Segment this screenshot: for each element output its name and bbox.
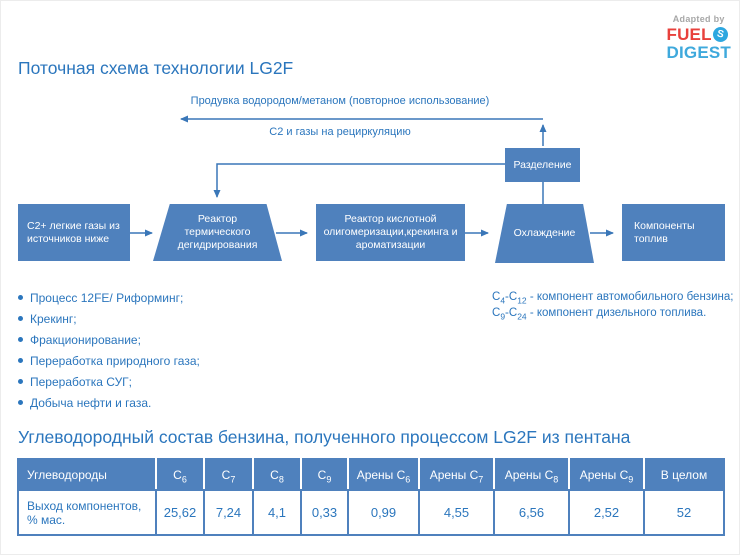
value-c7: 7,24 <box>203 489 254 536</box>
list-item: Фракционирование; <box>18 329 200 350</box>
bullet-icon <box>18 358 23 363</box>
bullet-icon <box>18 316 23 321</box>
purge-stream-label: Продувка водородом/метаном (повторное ис… <box>190 95 490 107</box>
list-item-label: Переработка СУГ; <box>30 374 133 389</box>
list-item: Крекинг; <box>18 308 200 329</box>
column-header-hydrocarbons: Углеводороды <box>17 458 157 491</box>
column-header-arenes-c6: Арены C6 <box>347 458 420 491</box>
row-label-yield: Выход компонентов, % мас. <box>17 489 157 536</box>
bullet-icon <box>18 295 23 300</box>
list-item-label: Переработка природного газа; <box>30 353 200 368</box>
column-header-c7: C7 <box>203 458 254 491</box>
node-thermal-dehydrogenation-reactor: Реактор термического дегидрирования <box>153 204 282 261</box>
node-feed-gases: С2+ легкие газы из источников ниже <box>18 204 130 261</box>
list-item: Переработка СУГ; <box>18 371 200 392</box>
list-item: Добыча нефти и газа. <box>18 392 200 413</box>
column-header-total: В целом <box>643 458 725 491</box>
value-arenes-c9: 2,52 <box>568 489 645 536</box>
logo-digest-text: DIGEST <box>666 43 731 62</box>
value-c6: 25,62 <box>155 489 205 536</box>
node-fuel-components: Компоненты топлив <box>622 204 725 261</box>
column-header-arenes-c8: Арены C8 <box>493 458 570 491</box>
value-c8: 4,1 <box>252 489 302 536</box>
bullet-icon <box>18 379 23 384</box>
value-arenes-c6: 0,99 <box>347 489 420 536</box>
bullet-icon <box>18 337 23 342</box>
list-item-label: Добыча нефти и газа. <box>30 395 152 410</box>
list-item-label: Процесс 12FE/ Риформинг; <box>30 290 184 305</box>
logo-adapted-by: Adapted by <box>672 14 725 24</box>
bullet-icon <box>18 400 23 405</box>
column-header-arenes-c9: Арены C9 <box>568 458 645 491</box>
table-row: Выход компонентов, % мас. 25,62 7,24 4,1… <box>17 489 725 536</box>
logo-s-icon: S <box>711 25 730 44</box>
column-header-c9: C9 <box>300 458 349 491</box>
node-acid-oligomerization-reactor: Реактор кислотной олигомеризации,крекинг… <box>316 204 465 261</box>
source-process-list: Процесс 12FE/ Риформинг; Крекинг; Фракци… <box>18 287 200 413</box>
node-cooling: Охлаждение <box>495 204 594 263</box>
column-header-c6: C6 <box>155 458 205 491</box>
recycle-stream-label: С2 и газы на рециркуляцию <box>269 126 411 138</box>
table-header-row: Углеводороды C6 C7 C8 C9 Арены C6 Арены … <box>17 458 725 491</box>
table-title: Углеводородный состав бензина, полученно… <box>18 427 631 447</box>
composition-table: Углеводороды C6 C7 C8 C9 Арены C6 Арены … <box>17 458 725 536</box>
list-item-label: Крекинг; <box>30 311 77 326</box>
value-c9: 0,33 <box>300 489 349 536</box>
list-item: Переработка природного газа; <box>18 350 200 371</box>
list-item: Процесс 12FE/ Риформинг; <box>18 287 200 308</box>
value-total: 52 <box>643 489 725 536</box>
node-separation: Разделение <box>505 148 580 182</box>
list-item-label: Фракционирование; <box>30 332 141 347</box>
column-header-c8: C8 <box>252 458 302 491</box>
value-arenes-c8: 6,56 <box>493 489 570 536</box>
value-arenes-c7: 4,55 <box>418 489 495 536</box>
note-diesel-range: C9-C24 - компонент дизельного топлива. <box>492 307 707 322</box>
component-notes: C4-C12 - компонент автомобильного бензин… <box>492 289 733 321</box>
recycle-arrow <box>213 163 505 198</box>
flow-diagram-title: Поточная схема технологии LG2F <box>18 58 294 78</box>
note-gasoline-range: C4-C12 - компонент автомобильного бензин… <box>492 291 734 306</box>
column-header-arenes-c7: Арены C7 <box>418 458 495 491</box>
logo-fuel-text: FUEL <box>666 25 712 44</box>
